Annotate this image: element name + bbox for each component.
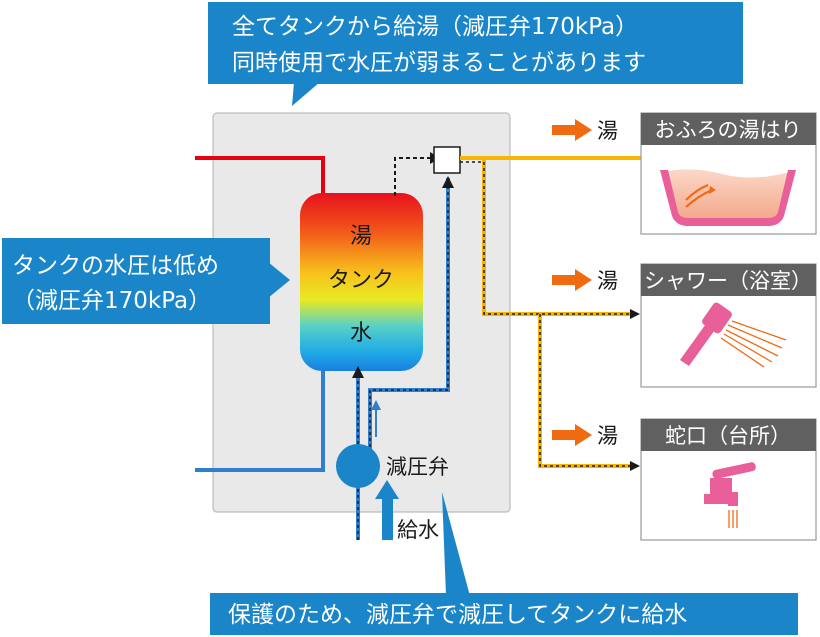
outlet-card-shower: シャワー（浴室） bbox=[640, 263, 817, 388]
tank-hot-label: 湯 bbox=[350, 224, 372, 249]
callout-left-line2: （減圧弁170kPa） bbox=[12, 288, 211, 314]
arrow-into-tank bbox=[352, 366, 364, 378]
outlet-card-bath: おふろの湯はり bbox=[640, 112, 817, 235]
arrow-up-mixer bbox=[442, 176, 454, 188]
hot-arrow-kitchen bbox=[552, 424, 592, 446]
callout-top-line1: 全てタンクから給湯（減圧弁170kPa） bbox=[232, 14, 638, 40]
hot-label-kitchen: 湯 bbox=[597, 424, 618, 448]
outlet-title-kitchen: 蛇口（台所） bbox=[665, 424, 791, 448]
bathtub-icon bbox=[660, 169, 796, 226]
hot-arrow-bath bbox=[552, 119, 592, 141]
valve-label: 減圧弁 bbox=[386, 455, 449, 479]
flow-arrow-small-head bbox=[371, 400, 381, 410]
callout-bottom-text: 保護のため、減圧弁で減圧してタンクに給水 bbox=[228, 602, 687, 628]
shower-head-icon bbox=[680, 302, 787, 368]
storage-tank bbox=[300, 193, 423, 371]
outlet-card-kitchen: 蛇口（台所） bbox=[640, 418, 817, 541]
arrow-to-shower bbox=[630, 309, 640, 319]
tank-hot-outlet-line bbox=[394, 157, 432, 196]
hot-supply-kitchen-dots bbox=[539, 314, 632, 467]
cold-bypass-dots bbox=[369, 178, 449, 465]
hot-pipe bbox=[195, 156, 325, 197]
hot-label-shower: 湯 bbox=[597, 269, 618, 293]
kitchen-faucet-icon bbox=[704, 462, 756, 528]
pressure-reducing-valve bbox=[336, 444, 380, 488]
callout-bottom: 保護のため、減圧弁で減圧してタンクに給水 bbox=[210, 492, 798, 635]
arrow-to-kitchen bbox=[630, 461, 640, 471]
hot-supply-trunk-dots bbox=[460, 161, 632, 315]
outlet-title-bath: おふろの湯はり bbox=[655, 118, 802, 142]
supply-arrow-body bbox=[382, 497, 393, 540]
tank-name-label: タンク bbox=[328, 268, 394, 293]
callout-left: タンクの水圧は低め （減圧弁170kPa） bbox=[2, 238, 290, 324]
outlet-title-shower: シャワー（浴室） bbox=[644, 269, 812, 293]
callout-top-line2: 同時使用で水圧が弱まることがあります bbox=[232, 50, 646, 76]
hot-arrow-shower bbox=[552, 269, 592, 291]
supply-label: 給水 bbox=[397, 518, 439, 542]
callout-left-line1: タンクの水圧は低め bbox=[12, 253, 219, 279]
supply-arrow-head bbox=[375, 480, 399, 499]
callout-top: 全てタンクから給湯（減圧弁170kPa） 同時使用で水圧が弱まることがあります bbox=[208, 2, 743, 106]
tank-water-label: 水 bbox=[350, 321, 372, 346]
cold-pipe bbox=[195, 370, 325, 472]
hot-supply-kitchen bbox=[538, 314, 632, 468]
hot-label-bath: 湯 bbox=[597, 119, 618, 143]
mixing-valve-box bbox=[433, 146, 461, 174]
